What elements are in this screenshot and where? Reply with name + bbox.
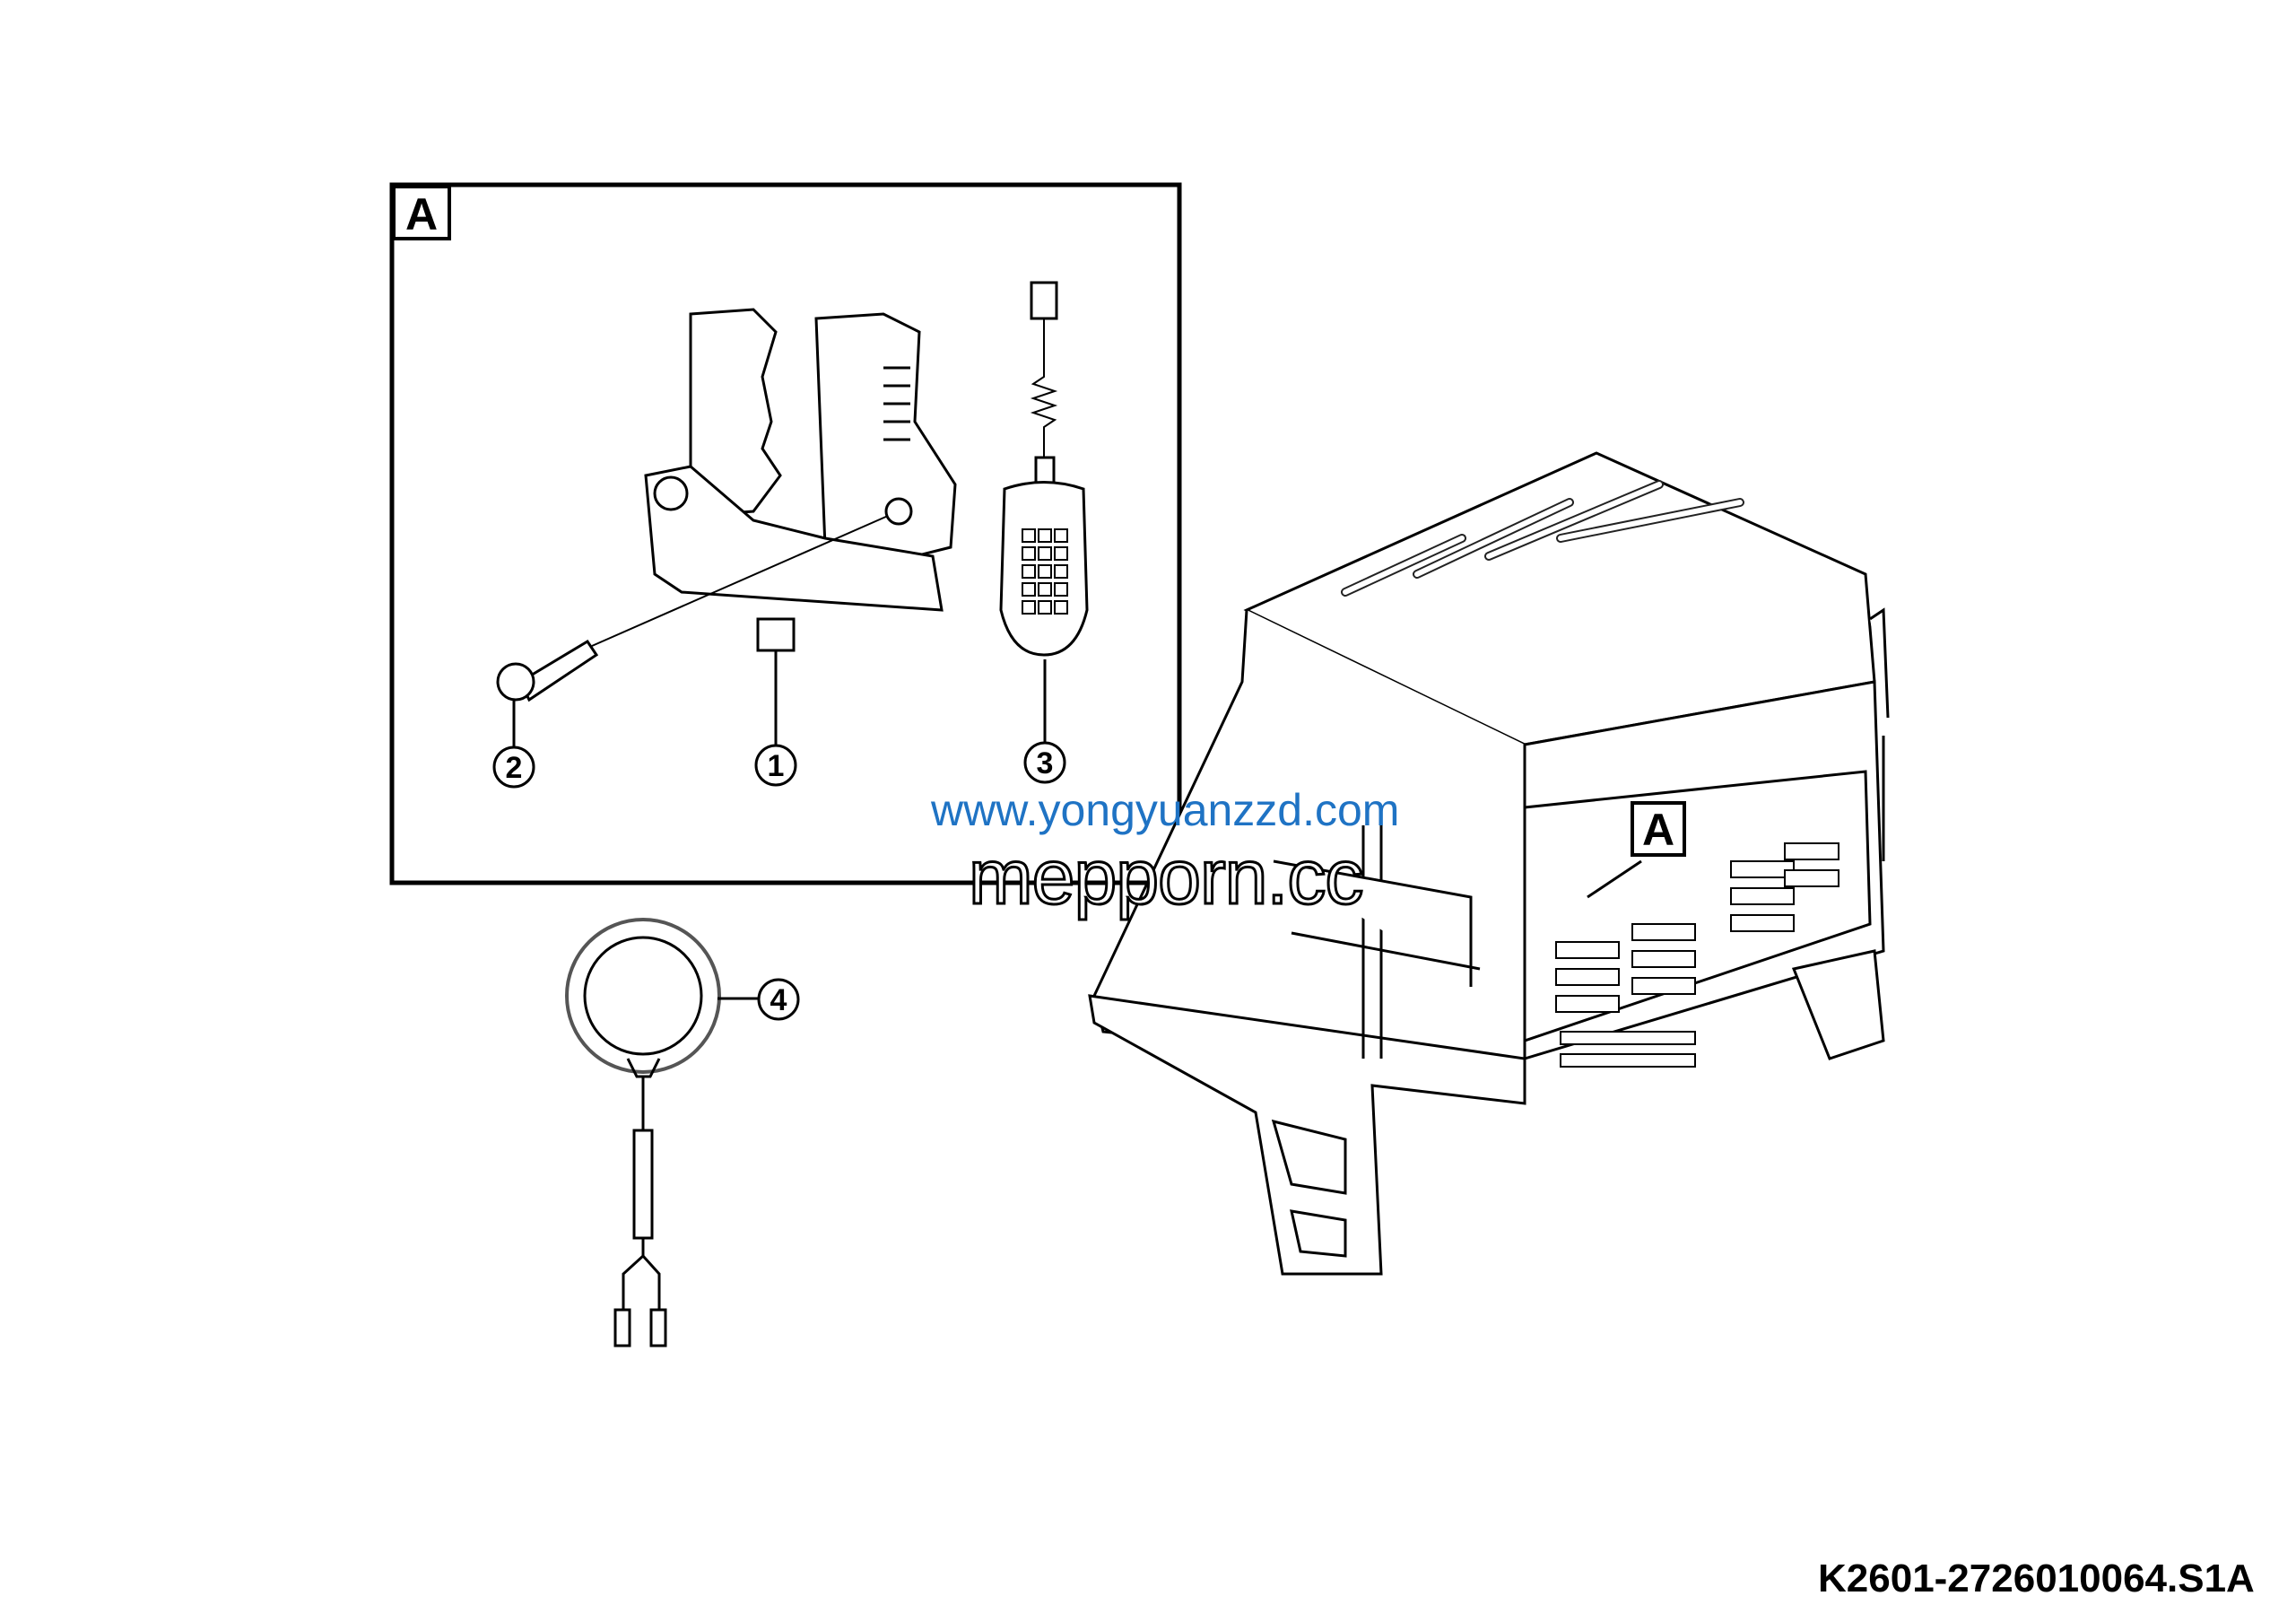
callout-4: 4 [718, 978, 800, 1021]
detail-label-a: A [405, 189, 438, 240]
holder-bracket-illustration [644, 308, 957, 652]
callout-1: 1 [754, 650, 797, 787]
cab-illustration [1088, 451, 1890, 1276]
svg-text:4: 4 [770, 983, 787, 1017]
watermark-outline: mepporn.cc [967, 834, 1364, 920]
bolt-illustration [496, 515, 889, 702]
cab-location-label-a: A [1631, 801, 1686, 857]
detail-frame-a: A [389, 182, 1182, 885]
svg-text:2: 2 [506, 751, 523, 785]
svg-text:3: 3 [1037, 746, 1054, 780]
drawing-code: K2601-2726010064.S1A [1818, 1557, 2255, 1600]
watermark-url: www.yongyuanzzd.com [931, 785, 1400, 835]
antenna-illustration [565, 918, 721, 1347]
svg-text:A: A [1642, 805, 1674, 855]
callout-3: 3 [1023, 659, 1066, 784]
callout-2: 2 [492, 700, 535, 789]
remote-control-illustration [999, 281, 1089, 657]
svg-text:1: 1 [768, 749, 785, 783]
